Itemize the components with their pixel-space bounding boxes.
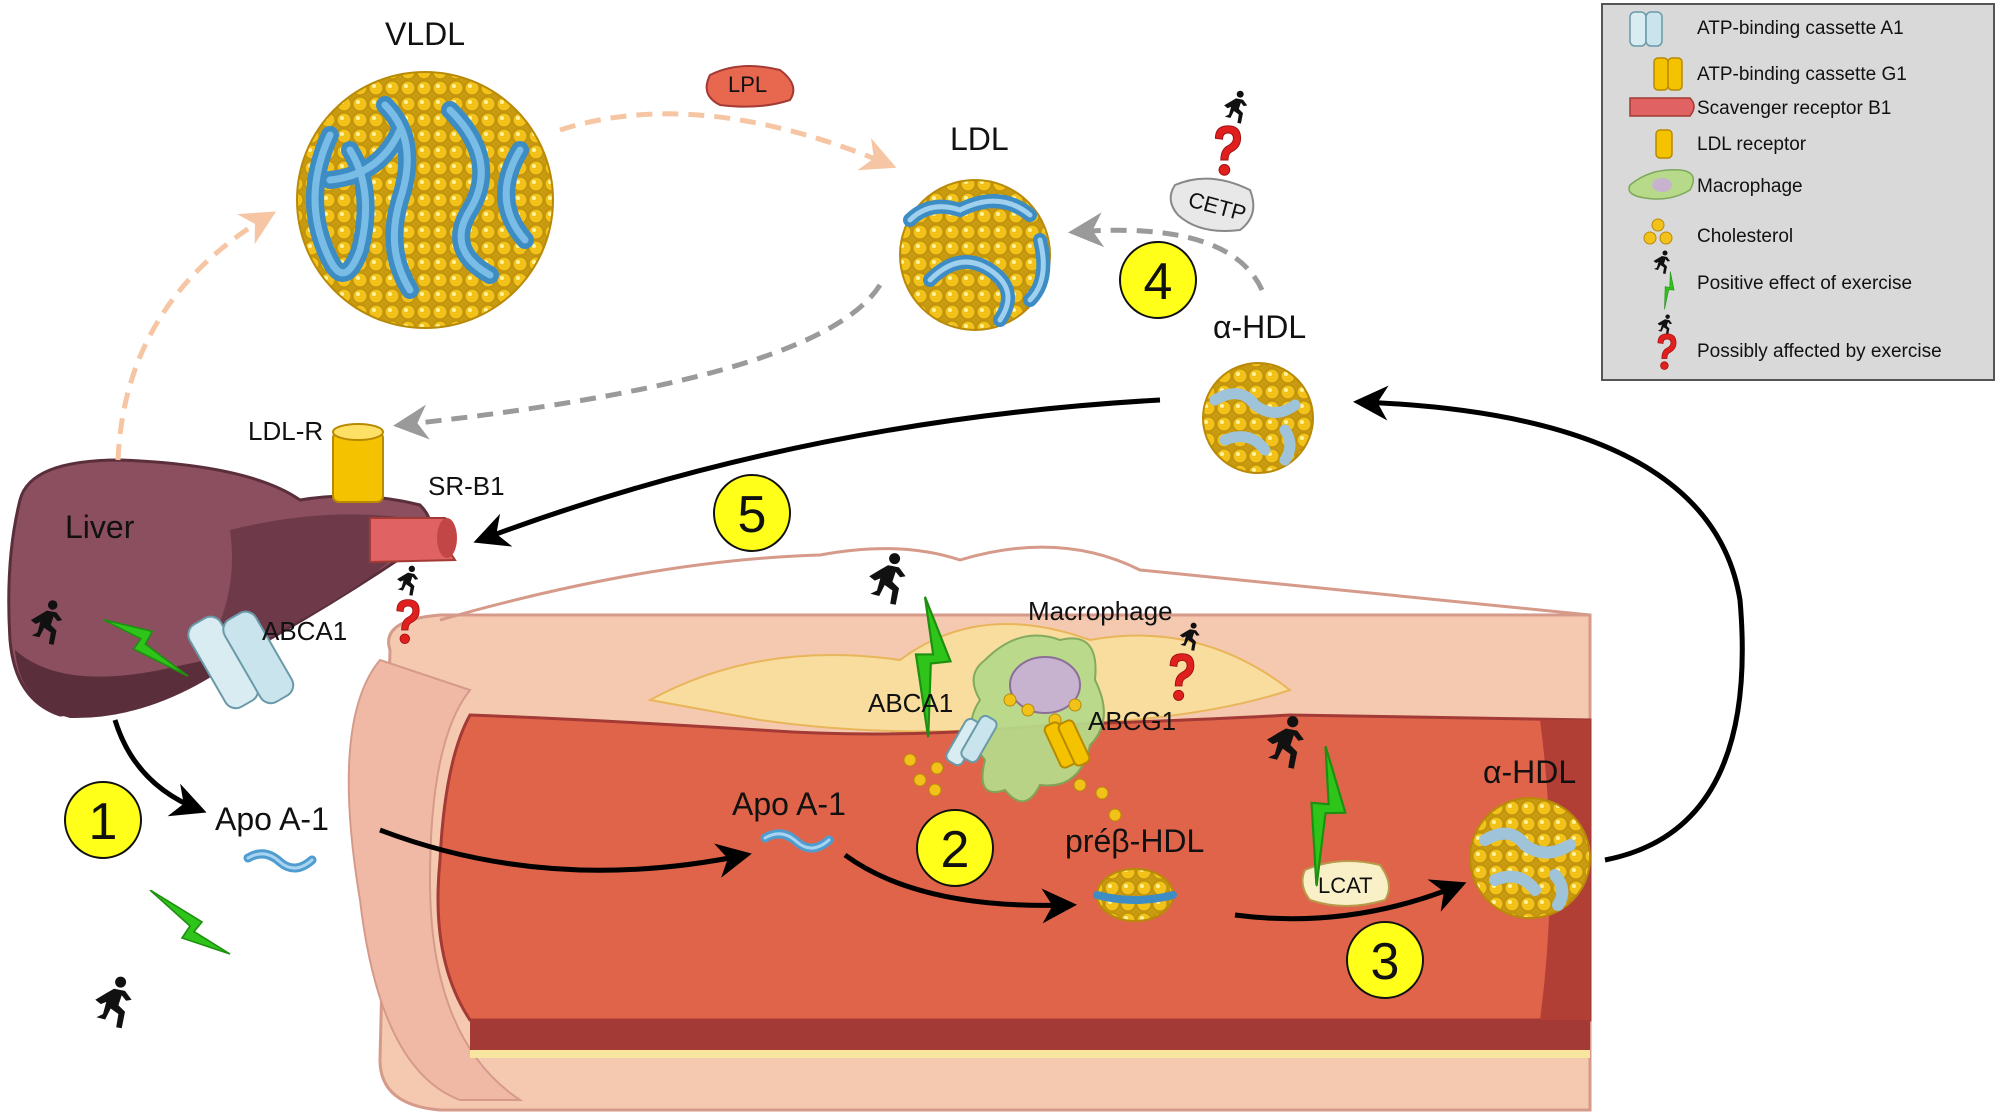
scavenger-receptor-icon [369,517,457,564]
artery-outer-bulge [439,545,1591,622]
vldl-particle [296,71,554,329]
legend-label-abca1: ATP-binding cassette A1 [1697,18,1904,39]
arrow-prebeta-to-alpha [1234,879,1467,922]
lpl-label: LPL [728,72,767,97]
abcg1-cassette-icon [1653,57,1683,91]
step-number-2: 2 [941,821,970,879]
abca1-macrophage-label: ABCA1 [868,688,953,718]
liver-underside [15,650,250,719]
arrow-vldl-to-ldl [559,111,897,171]
free-cholesterol-droplets [903,753,1122,822]
lpl-enzyme [705,65,795,108]
arrow-ldl-to-liver [393,283,883,440]
cholesterol-icon [1643,218,1673,245]
ldl-receptor-icon [1655,129,1673,159]
step-number-5: 5 [738,486,767,544]
arrow-hdl-to-liver [473,397,1161,547]
apo-a1-artery-label: Apo A-1 [732,786,846,822]
apo-a1-left-label: Apo A-1 [215,801,329,837]
macrophage-label: Macrophage [1028,596,1173,626]
step-number-1: 1 [89,793,118,851]
apoa1-exercise-effect [95,890,232,1029]
legend-label-srb1: Scavenger receptor B1 [1697,98,1891,119]
abcg1-macrophage-label: ABCG1 [1088,706,1176,736]
artery-opening [347,658,524,1101]
macrophage-abcg1-icon [1043,719,1091,769]
step-badge-1: 1 [64,781,142,859]
legend-label-cholesterol: Cholesterol [1697,226,1793,247]
ldl-particle [899,179,1051,331]
apo-a1-ribbon-artery [760,829,834,853]
step-badge-5: 5 [713,474,791,552]
arrow-apoa1-into-artery [379,827,752,878]
arrow-alpha-artery-to-alpha-top [1353,385,1745,863]
lcat-enzyme [1301,860,1390,907]
step-badge-3: 3 [1346,921,1424,999]
cetp-possible-exercise-icon [1214,90,1248,176]
step-number-3: 3 [1371,933,1400,991]
alpha-hdl-particle-top [1202,362,1314,474]
legend-label-abcg1: ATP-binding cassette G1 [1697,64,1907,85]
legend-label-ldlr: LDL receptor [1697,134,1807,155]
abca1-cassette-icon [187,610,295,710]
pre-beta-hdl-label: préβ-HDL [1065,823,1204,859]
alpha-hdl-particle-artery [1469,797,1591,919]
artery-lumen [436,713,1592,1022]
apo-a1-ribbon-left [243,849,317,873]
legend-label-positive: Positive effect of exercise [1697,273,1912,294]
abca1-cassette-icon [1629,11,1663,47]
arrow-apoa1-to-prebeta [843,852,1077,924]
abca1-liver-label: ABCA1 [262,616,347,646]
arrow-liver-to-apoa1 [112,719,207,817]
ldl-label: LDL [950,121,1009,157]
cetp-enzyme [1169,177,1255,232]
scavenger-receptor-icon [1629,97,1695,117]
macrophage-icon [1628,169,1695,200]
ldl-receptor-icon [332,423,384,503]
artery-lower-intima [470,1050,1590,1058]
artery-lower-wall [470,1020,1590,1050]
flow-arrows [112,111,1745,924]
legend: ATP-binding cassette A1 ATP-binding cass… [1601,3,1995,381]
alpha-hdl-artery-label: α-HDL [1483,754,1576,790]
vldl-label: VLDL [385,16,465,52]
sr-b1-label: SR-B1 [428,471,505,501]
macrophage-abca1-icon [945,714,998,767]
arrow-hdl-to-ldl [1068,212,1265,292]
alpha-hdl-top-label: α-HDL [1213,309,1306,345]
lcat-label: LCAT [1318,873,1373,898]
legend-label-possible: Possibly affected by exercise [1697,341,1942,362]
pre-beta-hdl-particle [1093,868,1177,922]
legend-label-macrophage: Macrophage [1697,176,1803,197]
arrow-liver-to-vldl [115,211,277,461]
liver-label: Liver [65,509,135,545]
step-number-4: 4 [1144,253,1173,311]
step-badge-4: 4 [1119,241,1197,319]
step-badge-2: 2 [916,809,994,887]
ldl-r-label: LDL-R [248,416,323,446]
